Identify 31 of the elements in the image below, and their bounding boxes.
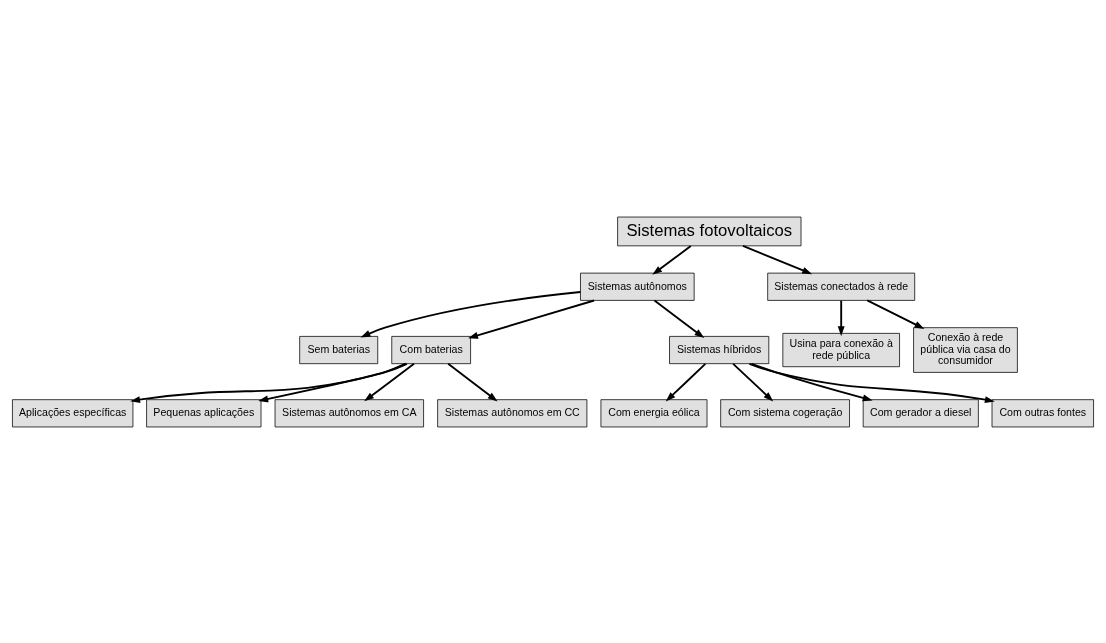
node-box: Sem baterias xyxy=(299,335,379,364)
arrow xyxy=(837,299,845,336)
node-box: Sistemas fotovoltaicos xyxy=(617,216,802,246)
arrow xyxy=(364,362,415,401)
node-box: Sistemas conectados à rede xyxy=(767,272,916,301)
node-box: Pequenas aplicações xyxy=(146,398,262,427)
arrow xyxy=(866,299,925,329)
arrow xyxy=(748,362,995,403)
node-box: Sistemas híbridos xyxy=(669,335,770,364)
arrow xyxy=(742,244,813,274)
arrow xyxy=(732,362,774,401)
arrow xyxy=(130,362,408,403)
arrow xyxy=(665,362,707,401)
arrow xyxy=(468,299,596,339)
node-box: Aplicações específicas xyxy=(12,398,134,427)
arrow xyxy=(258,362,407,402)
arrow xyxy=(750,362,873,401)
node-box: Com energia eólica xyxy=(600,398,708,427)
node-box: Com outras fontes xyxy=(991,398,1094,427)
node-box: Sistemas autônomos em CA xyxy=(274,398,424,427)
node-box: Com gerador a diesel xyxy=(862,398,979,427)
arrow xyxy=(653,299,705,338)
node-box: Com baterias xyxy=(391,335,471,364)
node-box: Sistemas autônomos xyxy=(580,272,695,301)
node-box: Conexão à rede pública via casa do consumidor xyxy=(913,326,1018,373)
node-box: Usina para conexão à rede pública xyxy=(782,332,900,367)
arrow xyxy=(360,290,582,337)
arrow xyxy=(652,244,692,275)
node-box: Sistemas autônomos em CC xyxy=(437,398,588,427)
node-box: Com sistema cogeração xyxy=(720,398,850,427)
arrow xyxy=(447,362,498,401)
